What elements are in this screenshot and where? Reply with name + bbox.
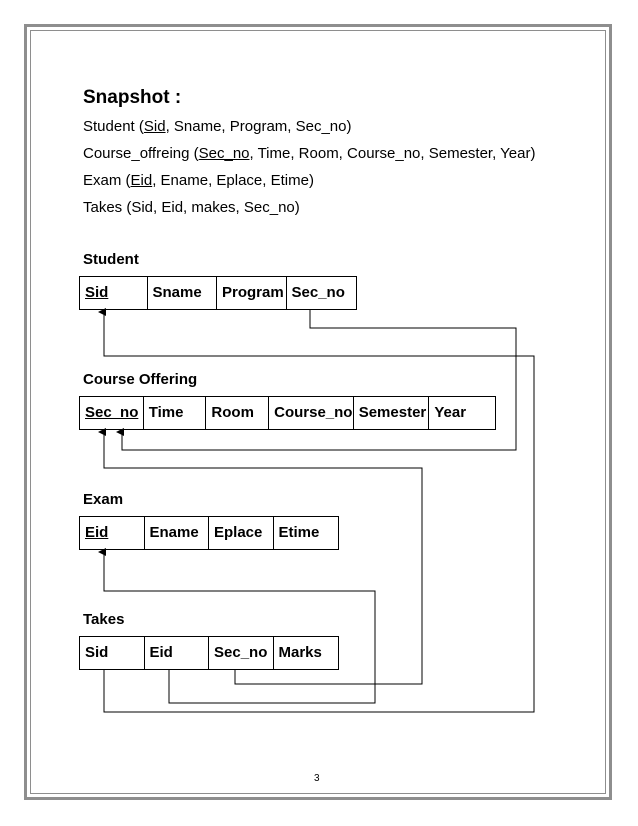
- student-col-sid: Sid: [80, 277, 148, 309]
- takes-table-label: Takes: [83, 611, 125, 628]
- schema-exam: Exam (Eid, Ename, Eplace, Etime): [83, 172, 314, 189]
- exam-table-label: Exam: [83, 491, 124, 508]
- course-col-course-no: Course_no: [269, 397, 354, 429]
- course-col-time: Time: [144, 397, 207, 429]
- exam-col-eplace: Eplace: [209, 517, 274, 549]
- page-border-outer: [24, 24, 612, 800]
- schema-course-key: Sec_no: [198, 145, 250, 162]
- course-col-semester: Semester: [354, 397, 430, 429]
- takes-col-sec-no: Sec_no: [209, 637, 274, 669]
- schema-course-offering: Course_offreing (Sec_no, Time, Room, Cou…: [83, 145, 536, 162]
- course-col-room: Room: [206, 397, 270, 429]
- student-table-label: Student: [83, 251, 139, 268]
- connector-takes-secno-to-course: [98, 428, 423, 685]
- course-col-sec-no: Sec_no: [80, 397, 144, 429]
- connector-takes-eid-to-exam: [98, 548, 376, 704]
- course-offering-table-label: Course Offering: [83, 371, 198, 388]
- page-border-inner: [30, 30, 606, 794]
- schema-student-key: Sid: [143, 118, 166, 135]
- student-col-sname: Sname: [148, 277, 218, 309]
- schema-student: Student (Sid, Sname, Program, Sec_no): [83, 118, 352, 135]
- course-offering-table: Sec_no Time Room Course_no Semester Year: [79, 396, 496, 430]
- connector-takes-sid-to-student: [98, 308, 535, 713]
- exam-table: Eid Ename Eplace Etime: [79, 516, 339, 550]
- course-col-year: Year: [434, 404, 467, 421]
- page-number: 3: [314, 773, 320, 784]
- exam-col-eid: Eid: [80, 517, 145, 549]
- student-col-sec-no: Sec_no: [291, 284, 345, 301]
- takes-col-eid: Eid: [145, 637, 209, 669]
- student-table: Sid Sname Program Sec_no: [79, 276, 357, 310]
- page-title: Snapshot :: [83, 87, 182, 108]
- connector-student-secno-to-course: [116, 310, 517, 451]
- takes-col-sid: Sid: [80, 637, 145, 669]
- schema-exam-key: Eid: [130, 172, 153, 189]
- takes-table: Sid Eid Sec_no Marks: [79, 636, 339, 670]
- schema-takes: Takes (Sid, Eid, makes, Sec_no): [83, 199, 300, 216]
- takes-col-marks: Marks: [278, 644, 322, 661]
- student-col-program: Program: [217, 277, 287, 309]
- exam-col-etime: Etime: [278, 524, 320, 541]
- exam-col-ename: Ename: [145, 517, 209, 549]
